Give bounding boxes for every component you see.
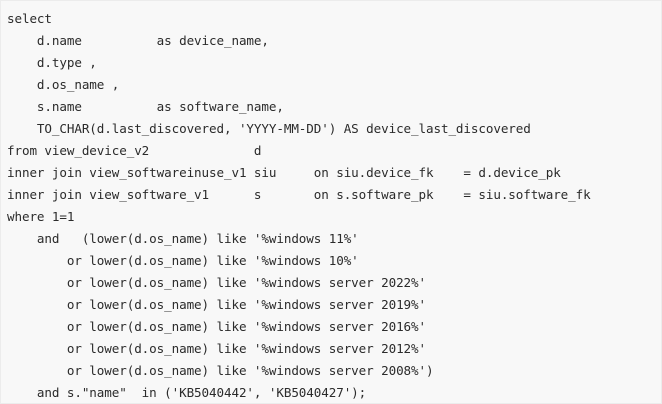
code-line: inner join view_softwareinuse_v1 siu on … — [7, 165, 561, 180]
code-line: or lower(d.os_name) like '%windows serve… — [7, 363, 434, 378]
code-lines: select d.name as device_name, d.type , d… — [7, 8, 591, 404]
code-line: or lower(d.os_name) like '%windows serve… — [7, 341, 426, 356]
code-line: where 1=1 — [7, 209, 75, 224]
code-line: or lower(d.os_name) like '%windows serve… — [7, 297, 426, 312]
code-line: select — [7, 11, 52, 26]
code-line: d.os_name , — [7, 77, 120, 92]
code-line: TO_CHAR(d.last_discovered, 'YYYY-MM-DD')… — [7, 121, 531, 136]
code-line: d.type , — [7, 55, 97, 70]
code-line: or lower(d.os_name) like '%windows serve… — [7, 275, 426, 290]
code-line: and (lower(d.os_name) like '%windows 11%… — [7, 231, 359, 246]
code-line: and s."name" in ('KB5040442', 'KB5040427… — [7, 385, 367, 400]
code-line: or lower(d.os_name) like '%windows serve… — [7, 319, 426, 334]
code-line: d.name as device_name, — [7, 33, 269, 48]
code-line: from view_device_v2 d — [7, 143, 262, 158]
code-line: or lower(d.os_name) like '%windows 10%' — [7, 253, 359, 268]
code-line: inner join view_software_v1 s on s.softw… — [7, 187, 591, 202]
code-line: s.name as software_name, — [7, 99, 284, 114]
